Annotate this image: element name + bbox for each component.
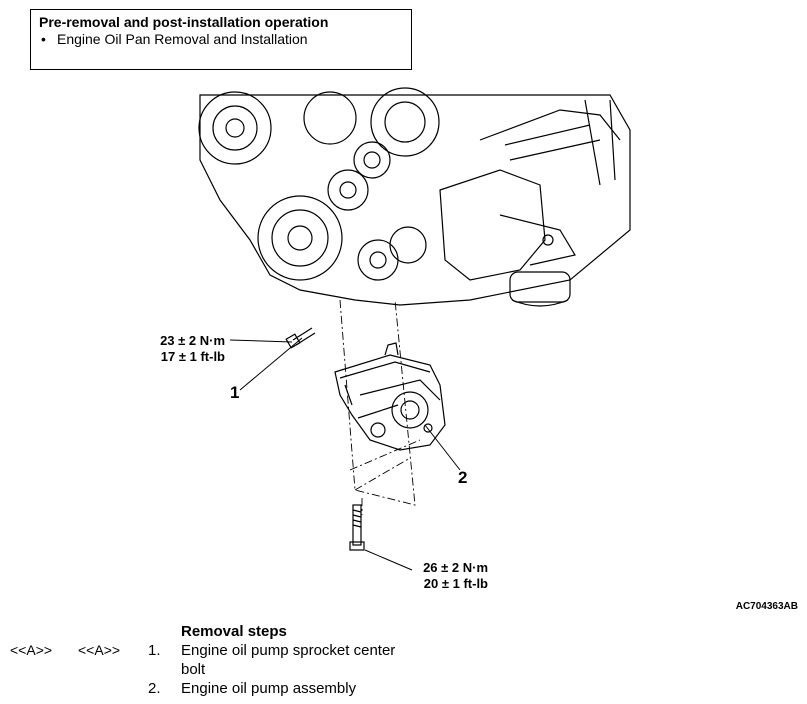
step-text-1-cont: bolt — [181, 661, 206, 678]
callout-2: 2 — [458, 468, 468, 487]
figure-id: AC704363AB — [735, 601, 798, 612]
step-text-1: Engine oil pump sprocket center — [181, 642, 396, 659]
torque-spec-2: 26 ± 2 N·m 20 ± 1 ft-lb — [413, 560, 488, 592]
sprocket-bolt-drawing — [285, 327, 316, 349]
pre-removal-item-text: Engine Oil Pan Removal and Installation — [57, 31, 308, 47]
leader-lines — [229, 337, 461, 571]
torque-1-metric: 23 ± 2 N·m — [160, 333, 225, 348]
mounting-bolt-drawing — [349, 504, 365, 551]
torque-2-imperial: 20 ± 1 ft-lb — [423, 576, 488, 591]
install-ref-1: <<A>> — [78, 642, 121, 658]
callout-1: 1 — [230, 383, 240, 402]
pre-removal-item: • Engine Oil Pan Removal and Installation — [39, 31, 403, 48]
engine-block-drawing — [198, 87, 631, 307]
removal-ref-1: <<A>> — [10, 642, 53, 658]
pre-removal-box: Pre-removal and post-installation operat… — [30, 9, 412, 70]
removal-steps-title: Removal steps — [181, 623, 287, 640]
oil-pump-drawing — [334, 342, 446, 451]
step-number-1: 1. — [148, 642, 161, 659]
torque-spec-1: 23 ± 2 N·m 17 ± 1 ft-lb — [150, 333, 225, 365]
torque-2-metric: 26 ± 2 N·m — [423, 560, 488, 575]
torque-1-imperial: 17 ± 1 ft-lb — [160, 349, 225, 364]
step-text-2: Engine oil pump assembly — [181, 680, 357, 697]
alignment-lines — [339, 299, 421, 515]
pre-removal-title: Pre-removal and post-installation operat… — [39, 14, 329, 30]
bullet: • — [41, 31, 46, 47]
step-number-2: 2. — [148, 680, 161, 697]
